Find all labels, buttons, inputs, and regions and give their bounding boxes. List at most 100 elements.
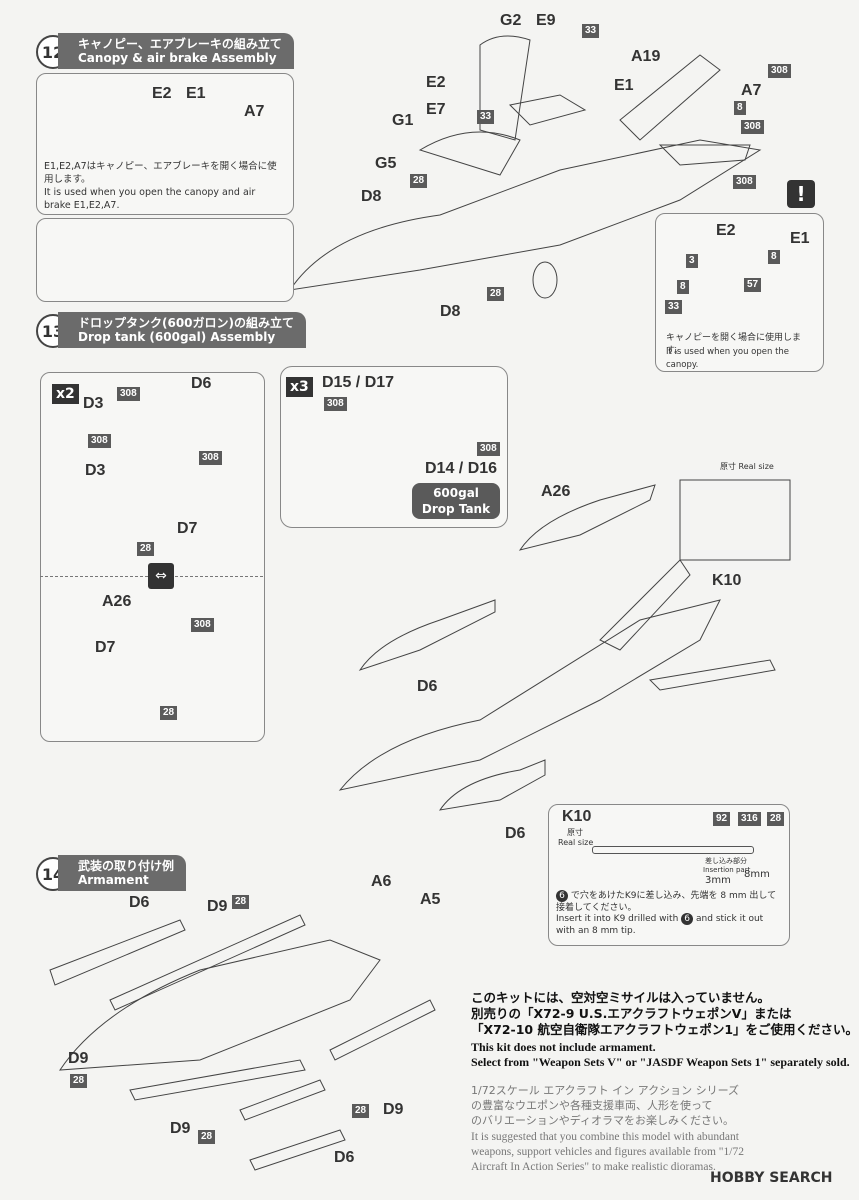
k10-note-jp: 6 で穴をあけたK9に差し込み、先端を 8 mm 出して接着してください。 bbox=[556, 890, 784, 914]
paint-ref-8: 8 bbox=[734, 101, 746, 115]
label-d8: D8 bbox=[361, 188, 382, 205]
step-12-title-jp: キャノピー、エアブレーキの組み立て bbox=[78, 37, 282, 51]
step-13-title-jp: ドロップタンク(600ガロン)の組み立て bbox=[78, 316, 295, 330]
step-12-banner: キャノピー、エアブレーキの組み立て Canopy & air brake Ass… bbox=[58, 33, 294, 69]
tank-tag-line2: Drop Tank bbox=[421, 502, 491, 516]
paint-ref-308-b: 308 bbox=[741, 120, 764, 134]
paint-ref-33-b: 33 bbox=[477, 110, 495, 124]
label-k10: K10 bbox=[712, 572, 742, 589]
arm-label-d9-c: D9 bbox=[383, 1101, 404, 1118]
arm-label-a5: A5 bbox=[420, 891, 441, 908]
note-en-line2: Select from "Weapon Sets V" or "JASDF We… bbox=[471, 1055, 850, 1069]
swap-arrows-icon: ⇔ bbox=[148, 563, 174, 589]
arm-label-d6-b: D6 bbox=[334, 1149, 355, 1166]
step-13-left-panel bbox=[40, 372, 265, 742]
inset-note-en: It is used when you open the canopy and … bbox=[44, 187, 256, 211]
note-jp-line1: このキットには、空対空ミサイルは入っていません。 bbox=[471, 990, 771, 1005]
paint-ref-28-b: 28 bbox=[487, 287, 505, 301]
label-e7: E7 bbox=[426, 101, 446, 118]
label-e2-main: E2 bbox=[426, 74, 446, 91]
label-d3: D3 bbox=[83, 395, 104, 412]
arm-label-d9-b: D9 bbox=[68, 1050, 89, 1067]
paint-ref-308-c: 308 bbox=[733, 175, 756, 189]
note-series-en-line2: weapons, support vehicles and figures av… bbox=[471, 1146, 744, 1158]
label-e1: E1 bbox=[186, 85, 206, 102]
multiplier-x2: x2 bbox=[52, 384, 79, 404]
note-series-jp-line2: の豊富なウエポンや各種支援車両、人形を使って bbox=[471, 1099, 713, 1112]
paint-ref-28: 28 bbox=[410, 174, 428, 188]
label-d8-bottom: D8 bbox=[440, 303, 461, 320]
detail-label-e2: E2 bbox=[716, 222, 736, 239]
inset-note-jp: E1,E2,A7はキャノピー、エアブレーキを開く場合に使用します。 bbox=[44, 161, 277, 185]
step-13-banner: ドロップタンク(600ガロン)の組み立て Drop tank (600gal) … bbox=[58, 312, 307, 348]
arm-label-d9: D9 bbox=[207, 898, 228, 915]
note-series-jp-line1: 1/72スケール エアクラフト イン アクション シリーズ bbox=[471, 1084, 740, 1097]
label-a26-left: A26 bbox=[102, 593, 132, 610]
k10-note-en: Insert it into K9 drilled with 6 and sti… bbox=[556, 913, 784, 937]
k10-note-jp-text: で穴をあけたK9に差し込み、先端を 8 mm 出して接着してください。 bbox=[556, 891, 777, 913]
ref-308-c: 308 bbox=[199, 451, 222, 465]
label-g2: G2 bbox=[500, 12, 522, 29]
step-14-banner: 武装の取り付け例 Armament bbox=[58, 855, 187, 891]
detail-ref-8-b: 8 bbox=[677, 280, 689, 294]
label-d7: D7 bbox=[177, 520, 198, 537]
multiplier-x3: x3 bbox=[286, 377, 313, 397]
k10-ref-28: 28 bbox=[767, 812, 785, 826]
label-g1: G1 bbox=[392, 112, 414, 129]
tank-tag-line1: 600gal bbox=[433, 486, 479, 500]
detail-ref-8: 8 bbox=[768, 250, 780, 264]
ref-308-f: 308 bbox=[477, 442, 500, 456]
label-d6-b: D6 bbox=[505, 825, 526, 842]
label-a7: A7 bbox=[244, 103, 265, 120]
note-series-jp-line3: のバリエーションやディオラマをお楽しみください。 bbox=[471, 1114, 735, 1127]
detail-note-en: It is used when you open the canopy. bbox=[666, 347, 790, 370]
k10-detail-box bbox=[548, 804, 790, 946]
drop-tank-tag: 600gal Drop Tank bbox=[412, 483, 500, 519]
arm-ref-28-a: 28 bbox=[232, 895, 250, 909]
ref-308-d: 308 bbox=[191, 618, 214, 632]
arm-ref-28-c: 28 bbox=[352, 1104, 370, 1118]
k10-note-en-2: and stick it out with an 8 mm tip. bbox=[556, 914, 764, 936]
note-jp-line3: 「X72-10 航空自衛隊エアクラフトウェポン1」をご使用ください。 bbox=[471, 1022, 859, 1037]
note-series-en-line3: Aircraft In Action Series" to make reali… bbox=[471, 1161, 716, 1173]
paint-ref-308: 308 bbox=[768, 64, 791, 78]
detail-ref-33: 33 bbox=[665, 300, 683, 314]
k10-title: K10 bbox=[562, 808, 592, 825]
label-a19: A19 bbox=[631, 48, 661, 65]
arm-ref-28-b: 28 bbox=[70, 1074, 88, 1088]
ref-28-b: 28 bbox=[160, 706, 178, 720]
label-d14-d16: D14 / D16 bbox=[425, 460, 498, 477]
real-size-label: 原寸 Real size bbox=[720, 462, 774, 471]
arm-label-d9-d: D9 bbox=[170, 1120, 191, 1137]
k10-real-size-jp: 原寸 bbox=[567, 828, 583, 837]
arm-ref-28-d: 28 bbox=[198, 1130, 216, 1144]
drill-size-badge: 6 bbox=[556, 890, 568, 902]
insertion-jp: 差し込み部分 bbox=[705, 857, 747, 865]
step-14-title-jp: 武装の取り付け例 bbox=[78, 859, 175, 873]
note-en-line1: This kit does not include armament. bbox=[471, 1040, 656, 1054]
step-12-inset-open bbox=[36, 73, 294, 215]
label-e1-main: E1 bbox=[614, 77, 634, 94]
detail-ref-3: 3 bbox=[686, 254, 698, 268]
ref-308-e: 308 bbox=[324, 397, 347, 411]
arm-label-a6: A6 bbox=[371, 873, 392, 890]
step-12-title-en: Canopy & air brake Assembly bbox=[78, 51, 277, 65]
label-d6-left: D6 bbox=[191, 375, 212, 392]
k10-ref-92: 92 bbox=[713, 812, 731, 826]
label-d7-b: D7 bbox=[95, 639, 116, 656]
ref-308-b: 308 bbox=[88, 434, 111, 448]
ref-28-a: 28 bbox=[137, 542, 155, 556]
k10-rod-drawing bbox=[592, 846, 754, 854]
arm-label-d6: D6 bbox=[129, 894, 150, 911]
k10-ref-316: 316 bbox=[738, 812, 761, 826]
label-d6-a: D6 bbox=[417, 678, 438, 695]
exclamation-icon: ! bbox=[787, 180, 815, 208]
note-series-en-line1: It is suggested that you combine this mo… bbox=[471, 1131, 739, 1143]
dim-3mm: 3mm bbox=[705, 875, 731, 886]
step-13-title-en: Drop tank (600gal) Assembly bbox=[78, 330, 276, 344]
detail-label-e1: E1 bbox=[790, 230, 810, 247]
label-a7-main: A7 bbox=[741, 82, 762, 99]
step-12-inset-closed bbox=[36, 218, 294, 302]
label-e9: E9 bbox=[536, 12, 556, 29]
detail-ref-57: 57 bbox=[744, 278, 762, 292]
